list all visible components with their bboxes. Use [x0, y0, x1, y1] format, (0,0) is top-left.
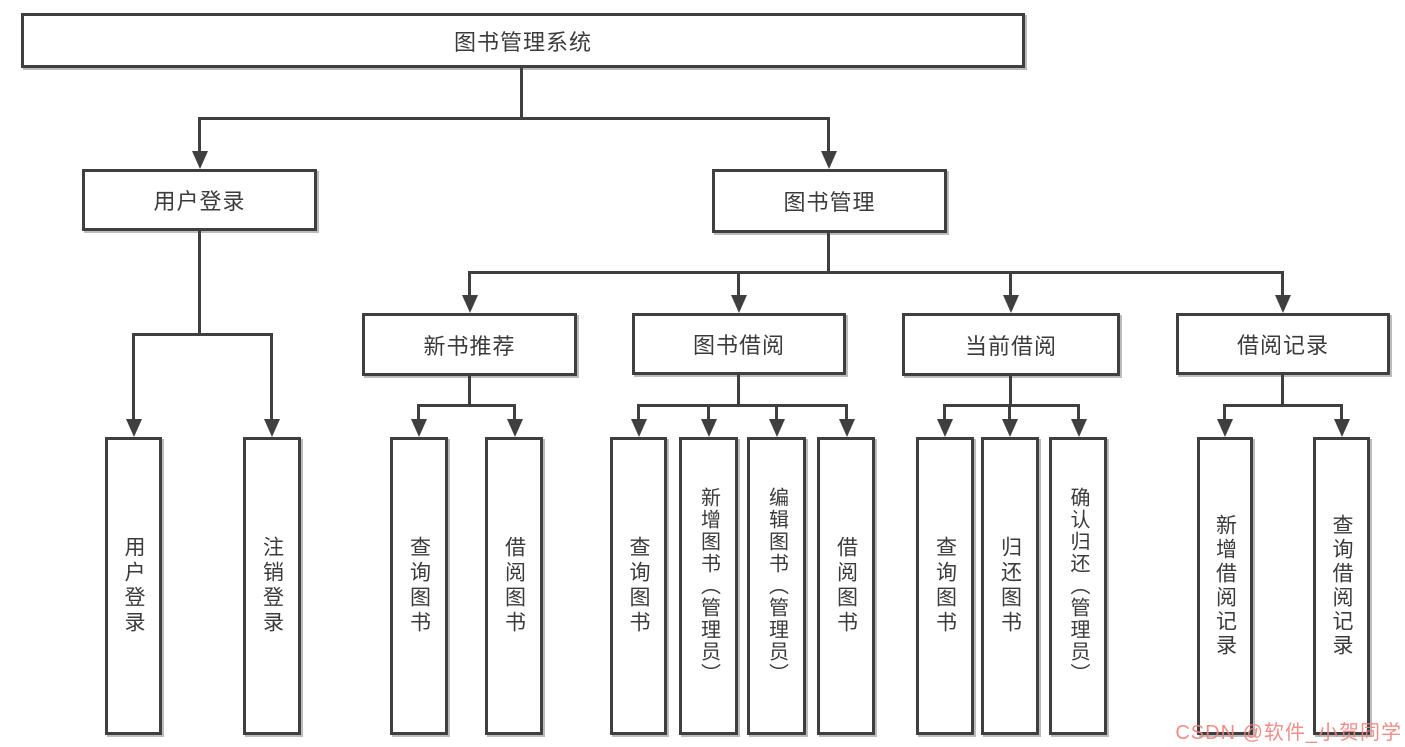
connector-line	[270, 333, 273, 421]
leaf-query-books-1: 查询图书	[390, 437, 448, 735]
connector-line	[520, 68, 523, 119]
node-book-management-label: 图书管理	[783, 190, 876, 215]
connector-line	[1008, 404, 1011, 421]
connector-line	[1009, 376, 1012, 407]
arrowhead-icon	[839, 419, 855, 437]
arrowhead-icon	[411, 419, 427, 437]
leaf-query-books-2-label: 查询图书	[627, 536, 650, 636]
leaf-user-login-label: 用户登录	[122, 536, 145, 636]
arrowhead-icon	[192, 151, 208, 169]
arrowhead-icon	[731, 295, 747, 313]
connector-line	[1281, 375, 1284, 407]
arrowhead-icon	[1002, 419, 1018, 437]
leaf-edit-books-admin-label: 编辑图书（管理员）	[765, 487, 788, 685]
leaf-logout: 注销登录	[243, 437, 301, 735]
arrowhead-icon	[507, 419, 523, 437]
leaf-add-borrow-record: 新增借阅记录	[1197, 437, 1253, 735]
connector-line	[1340, 404, 1343, 421]
connector-line	[845, 404, 848, 421]
arrowhead-icon	[1071, 419, 1087, 437]
connector-line	[637, 404, 640, 421]
leaf-borrow-books-2: 借阅图书	[817, 437, 875, 735]
connector-line	[737, 271, 740, 299]
node-new-book-recommend-label: 新书推荐	[423, 333, 516, 359]
connector-line	[468, 271, 1284, 274]
connector-line	[707, 404, 710, 421]
arrowhead-icon	[1334, 419, 1350, 437]
leaf-borrow-books-2-label: 借阅图书	[834, 536, 858, 636]
arrowhead-icon	[937, 419, 953, 437]
connector-line	[132, 333, 135, 421]
leaf-confirm-return-admin: 确认归还（管理员）	[1049, 437, 1107, 735]
arrowhead-icon	[1003, 295, 1019, 313]
node-user-login-label: 用户登录	[153, 189, 246, 214]
leaf-query-books-3: 查询图书	[916, 437, 974, 735]
arrowhead-icon	[821, 151, 837, 169]
leaf-return-books: 归还图书	[981, 437, 1039, 735]
connector-line	[775, 404, 778, 421]
connector-line	[468, 376, 471, 407]
leaf-user-login: 用户登录	[105, 437, 162, 735]
leaf-query-books-2: 查询图书	[610, 437, 667, 735]
node-user-login: 用户登录	[82, 169, 317, 231]
connector-line	[513, 404, 516, 421]
node-new-book-recommend: 新书推荐	[362, 313, 577, 376]
connector-line	[417, 404, 516, 407]
node-root-label: 图书管理系统	[453, 29, 592, 55]
arrowhead-icon	[126, 419, 142, 437]
leaf-add-books-admin-label: 新增图书（管理员）	[697, 487, 720, 685]
leaf-add-borrow-record-label: 新增借阅记录	[1213, 514, 1237, 658]
connector-line	[827, 233, 830, 274]
connector-line	[943, 404, 946, 421]
node-book-borrow-label: 图书借阅	[692, 333, 785, 358]
arrowhead-icon	[631, 419, 647, 437]
leaf-query-books-1-label: 查询图书	[407, 536, 431, 636]
leaf-query-borrow-record: 查询借阅记录	[1313, 437, 1370, 735]
csdn-watermark: CSDN @软件_小贺同学	[1175, 722, 1402, 744]
arrowhead-icon	[769, 419, 785, 437]
connector-line	[198, 231, 201, 336]
connector-line	[827, 117, 830, 154]
node-current-borrow: 当前借阅	[902, 313, 1120, 376]
connector-line	[198, 117, 201, 154]
arrowhead-icon	[701, 419, 717, 437]
connector-line	[637, 404, 848, 407]
leaf-edit-books-admin: 编辑图书（管理员）	[747, 437, 806, 735]
arrowhead-icon	[264, 419, 280, 437]
leaf-borrow-books-1-label: 借阅图书	[502, 536, 526, 636]
arrowhead-icon	[462, 295, 478, 313]
leaf-confirm-return-admin-label: 确认归还（管理员）	[1067, 487, 1089, 685]
node-borrow-records: 借阅记录	[1176, 313, 1390, 375]
connector-line	[1077, 404, 1080, 421]
connector-line	[417, 404, 420, 421]
leaf-logout-label: 注销登录	[260, 536, 284, 636]
connector-line	[737, 375, 740, 407]
arrowhead-icon	[1275, 295, 1291, 313]
node-book-management: 图书管理	[712, 169, 947, 233]
connector-line	[1223, 404, 1342, 407]
node-book-borrow: 图书借阅	[632, 313, 846, 375]
connector-line	[468, 271, 471, 299]
leaf-return-books-label: 归还图书	[998, 536, 1022, 636]
connector-line	[1223, 404, 1226, 421]
connector-line	[132, 333, 273, 336]
connector-line	[1009, 271, 1012, 299]
arrowhead-icon	[1217, 419, 1233, 437]
leaf-borrow-books-1: 借阅图书	[485, 437, 543, 735]
leaf-add-books-admin: 新增图书（管理员）	[679, 437, 738, 735]
node-current-borrow-label: 当前借阅	[964, 333, 1057, 359]
leaf-query-borrow-record-label: 查询借阅记录	[1330, 514, 1353, 658]
connector-line	[198, 117, 830, 120]
leaf-query-books-3-label: 查询图书	[933, 536, 957, 636]
node-borrow-records-label: 借阅记录	[1236, 333, 1329, 358]
connector-line	[1281, 271, 1284, 299]
node-root: 图书管理系统	[21, 13, 1025, 68]
connector-line	[943, 404, 1080, 407]
